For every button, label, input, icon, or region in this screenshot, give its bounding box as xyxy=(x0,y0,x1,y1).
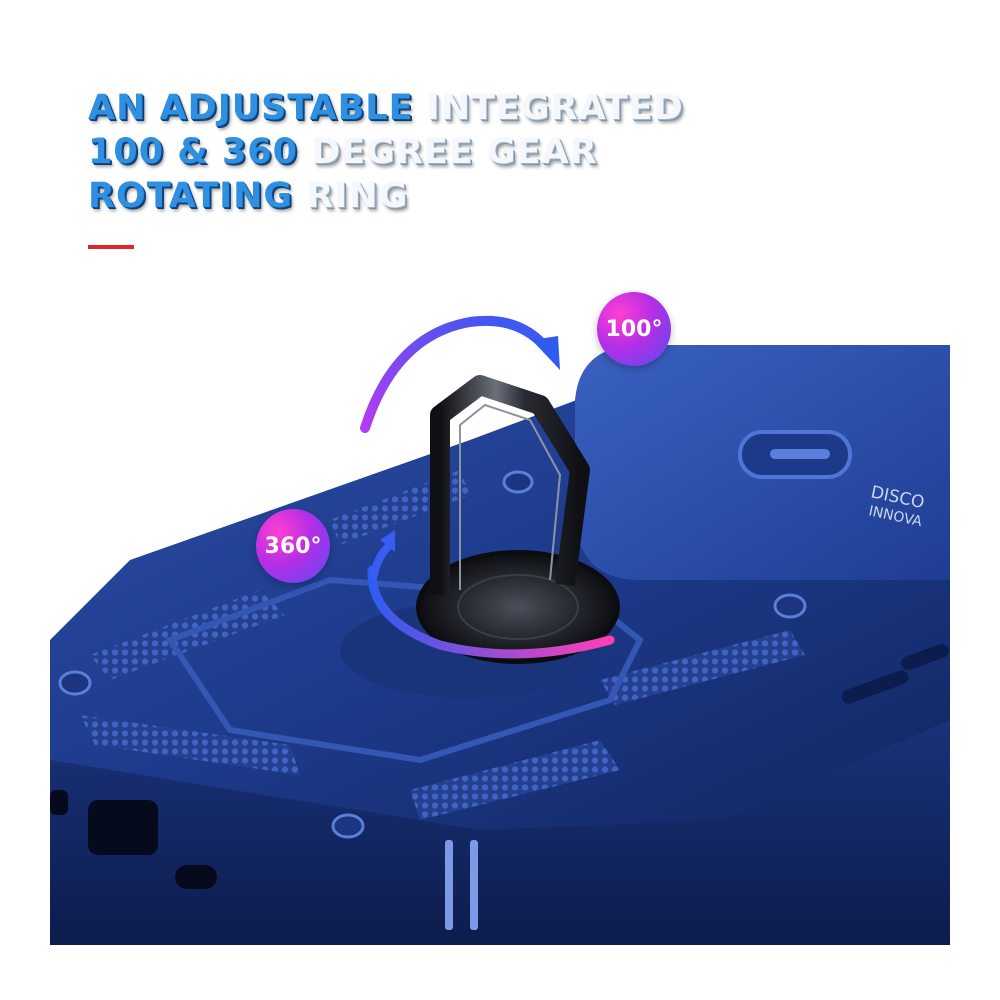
side-button xyxy=(901,643,949,671)
headline-light: RING xyxy=(293,176,409,216)
port-cutout xyxy=(88,800,158,855)
grip-strip xyxy=(600,630,805,705)
headline-strong: ROTATING xyxy=(88,176,294,216)
grip-strip xyxy=(80,715,300,775)
rotate-angle-badge: 360° xyxy=(256,509,330,583)
red-accent-rule xyxy=(88,245,134,249)
headline-line-3: ROTATING RING xyxy=(88,174,684,218)
side-button xyxy=(841,670,909,704)
port-cutout xyxy=(50,790,68,815)
headline-light: DEGREE GEAR xyxy=(298,132,598,172)
headline: AN ADJUSTABLE INTEGRATED 100 & 360 DEGRE… xyxy=(88,86,684,218)
kickstand-ring xyxy=(430,375,590,595)
screw-icon xyxy=(58,470,807,839)
headline-strong: AN ADJUSTABLE xyxy=(88,88,414,128)
tilt-angle-badge: 100° xyxy=(597,292,671,366)
headline-line-1: AN ADJUSTABLE INTEGRATED xyxy=(88,86,684,130)
rotation-arrow-100 xyxy=(360,315,553,433)
port-cutout xyxy=(175,865,217,889)
corner-bumper xyxy=(445,840,478,930)
headline-strong: 100 & 360 xyxy=(88,132,299,172)
grip-strip xyxy=(410,740,620,820)
headline-line-2: 100 & 360 DEGREE GEAR xyxy=(88,130,684,174)
headline-light: INTEGRATED xyxy=(413,88,684,128)
rotation-arrow-360 xyxy=(367,565,615,659)
